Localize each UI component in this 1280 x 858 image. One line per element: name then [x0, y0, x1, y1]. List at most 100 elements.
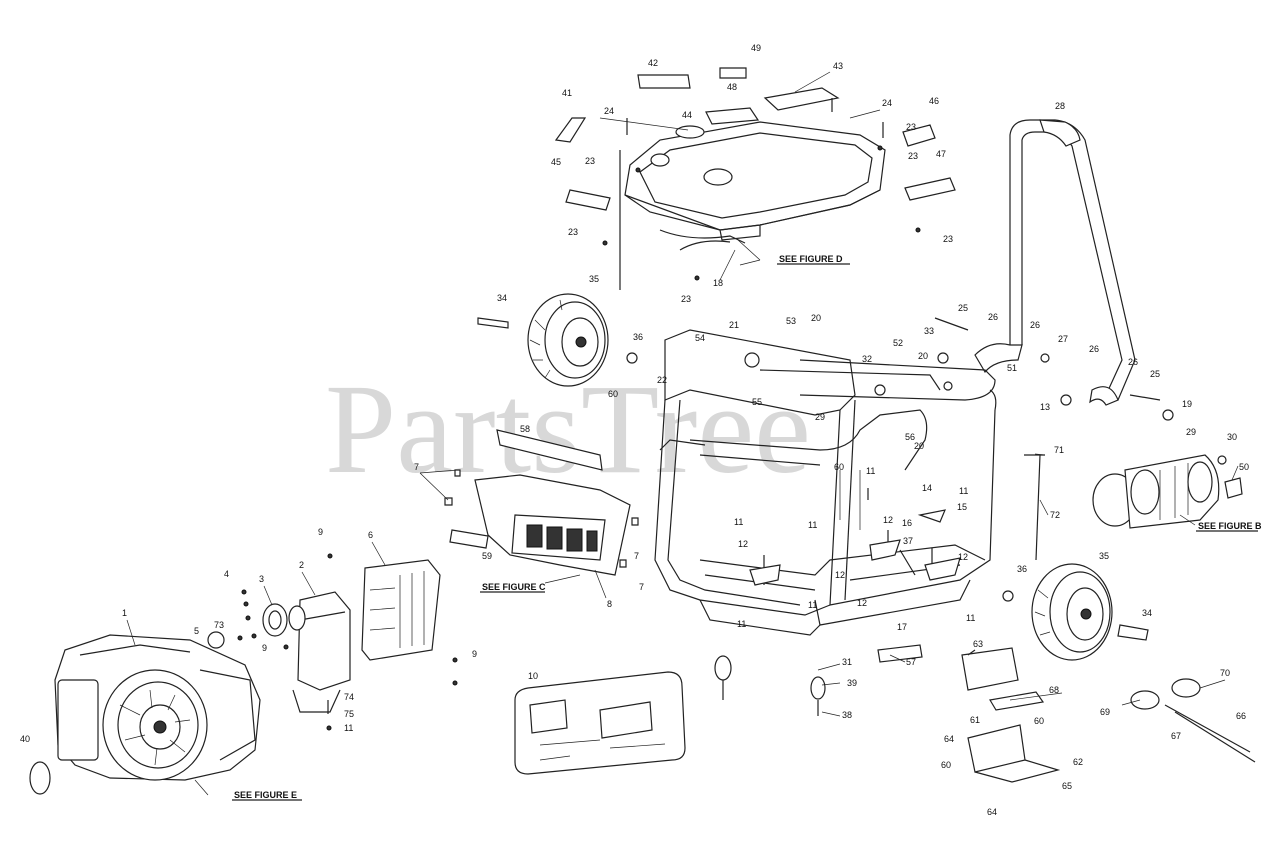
- callout: 23: [585, 156, 595, 166]
- decal-57: [877, 644, 923, 663]
- see-figure-e[interactable]: SEE FIGURE E: [234, 790, 297, 800]
- callout: 6: [368, 530, 373, 540]
- callout: 45: [551, 157, 561, 167]
- callout: 29: [1186, 427, 1196, 437]
- callout: 20: [914, 441, 924, 451]
- fasteners-top: [602, 98, 921, 290]
- callout: 9: [472, 649, 477, 659]
- see-figure-b[interactable]: SEE FIGURE B: [1198, 521, 1262, 531]
- decal-50: [1224, 477, 1243, 499]
- callout: 60: [834, 462, 844, 472]
- callout: 35: [1099, 551, 1109, 561]
- callout: 15: [957, 502, 967, 512]
- callout: 7: [634, 551, 639, 561]
- callout: 33: [924, 326, 934, 336]
- pad-68: [989, 691, 1045, 711]
- see-figure-c[interactable]: SEE FIGURE C: [482, 582, 546, 592]
- callout: 11: [734, 517, 743, 527]
- callout: 57: [906, 657, 916, 667]
- callout: 70: [1220, 668, 1230, 678]
- callout: 38: [842, 710, 852, 720]
- callout: 73: [214, 620, 224, 630]
- callout: 34: [1142, 608, 1152, 618]
- callout: 25: [958, 303, 968, 313]
- decal-47: [904, 177, 956, 201]
- cap-44: [675, 125, 705, 139]
- callout: 40: [20, 734, 30, 744]
- callout: 24: [604, 106, 614, 116]
- battery-area: [877, 644, 1061, 783]
- fuel-tank: [624, 121, 886, 251]
- decal-48: [705, 107, 760, 125]
- callout: 28: [1055, 101, 1065, 111]
- callout: 26: [1030, 320, 1040, 330]
- callout: 44: [682, 110, 692, 120]
- decal-42: [637, 74, 691, 89]
- inset-box: [514, 671, 686, 775]
- callout: 8: [607, 599, 612, 609]
- callout: 31: [842, 657, 852, 667]
- small-hardware: [444, 317, 1227, 602]
- callout: 17: [897, 622, 907, 632]
- callout: 52: [893, 338, 903, 348]
- callout: 55: [752, 397, 762, 407]
- callout: 3: [259, 574, 264, 584]
- muffler: [288, 591, 351, 713]
- callout: 26: [1089, 344, 1099, 354]
- callout: 71: [1054, 445, 1064, 455]
- callout: 32: [862, 354, 872, 364]
- decal-43: [763, 87, 840, 111]
- callout: 60: [941, 760, 951, 770]
- callout: 69: [1100, 707, 1110, 717]
- callout: 35: [589, 274, 599, 284]
- callout: 29: [815, 412, 825, 422]
- callout: 12: [883, 515, 893, 525]
- wheel-left: [527, 293, 609, 387]
- callout: 16: [902, 518, 912, 528]
- callout: 26: [988, 312, 998, 322]
- part-70: [1171, 678, 1201, 698]
- callout: 66: [1236, 711, 1246, 721]
- callout: 58: [520, 424, 530, 434]
- control-panel: [449, 429, 631, 576]
- callout: 26: [1128, 357, 1138, 367]
- callout: 68: [1049, 685, 1059, 695]
- callout: 14: [922, 483, 932, 493]
- callout: 67: [1171, 731, 1181, 741]
- callout: 23: [568, 227, 578, 237]
- callout: 60: [608, 389, 618, 399]
- callout: 11: [866, 466, 875, 476]
- callout: 20: [811, 313, 821, 323]
- callout: 12: [738, 539, 748, 549]
- callout: 11: [966, 613, 975, 623]
- callout-labels: 1 2 3 4 5 6 7 7 7 8 9 9 9 10 11 11 11 11…: [20, 43, 1249, 817]
- callout: 56: [905, 432, 915, 442]
- callout: 12: [857, 598, 867, 608]
- callout: 34: [497, 293, 507, 303]
- callout: 23: [906, 122, 916, 132]
- callout: 19: [1182, 399, 1192, 409]
- callout: 7: [639, 582, 644, 592]
- see-figure-d[interactable]: SEE FIGURE D: [779, 254, 843, 264]
- callout: 65: [1062, 781, 1072, 791]
- callout: 7: [414, 462, 419, 472]
- callout: 47: [936, 149, 946, 159]
- callout: 74: [344, 692, 354, 702]
- part-69: [1130, 690, 1160, 710]
- callout: 36: [633, 332, 643, 342]
- callout: 12: [835, 570, 845, 580]
- callout: 30: [1227, 432, 1237, 442]
- frame: [654, 329, 997, 636]
- callout: 4: [224, 569, 229, 579]
- callout: 21: [729, 320, 739, 330]
- tray-61: [967, 724, 1026, 773]
- callout: 64: [944, 734, 954, 744]
- heat-shield: [361, 559, 441, 661]
- callout: 42: [648, 58, 658, 68]
- decal-49: [719, 67, 747, 79]
- callout: 20: [918, 351, 928, 361]
- callout: 53: [786, 316, 796, 326]
- callout: 49: [751, 43, 761, 53]
- callout: 48: [727, 82, 737, 92]
